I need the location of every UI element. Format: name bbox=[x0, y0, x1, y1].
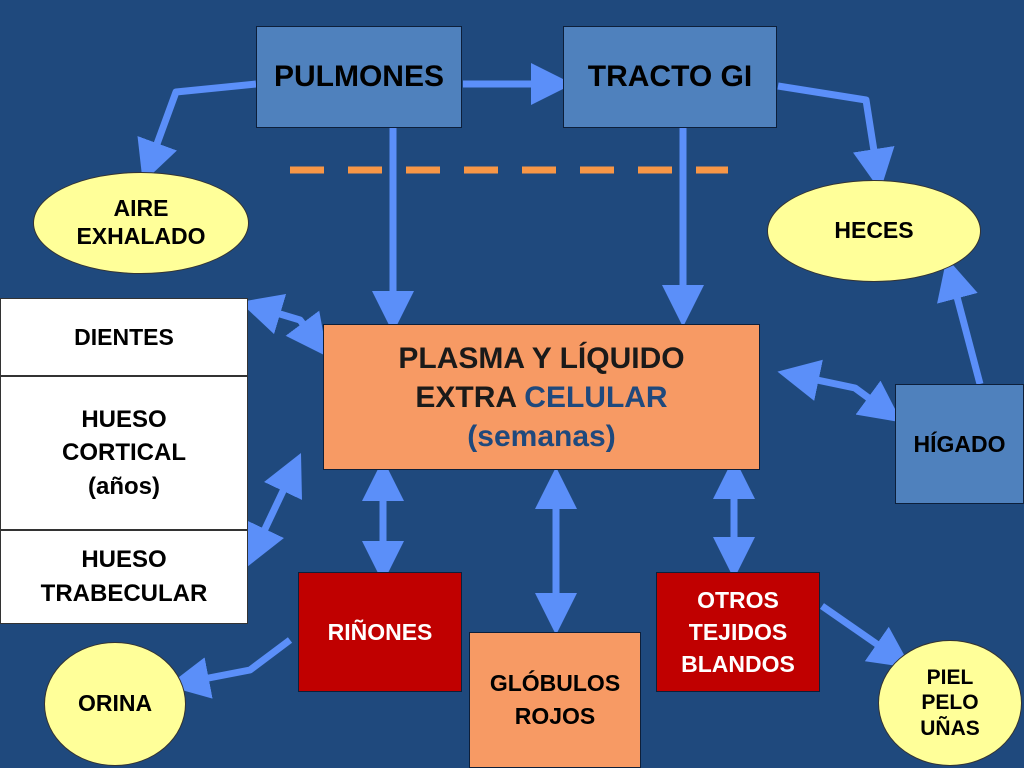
plasma-line2: EXTRA CELULAR bbox=[415, 378, 667, 417]
heces-ellipse: HECES bbox=[767, 180, 981, 282]
tracto-gi-label: TRACTO GI bbox=[587, 59, 753, 93]
plasma-box: PLASMA Y LÍQUIDO EXTRA CELULAR (semanas) bbox=[323, 324, 760, 470]
plasma-line2-b: CELULAR bbox=[524, 380, 668, 414]
arrow-plasma-higado bbox=[777, 359, 902, 423]
aire-line1: AIRE bbox=[113, 195, 169, 222]
tracto-gi-box: TRACTO GI bbox=[563, 26, 777, 128]
plasma-line2-a: EXTRA bbox=[415, 380, 525, 414]
hueso-trabecular-line1: HUESO bbox=[81, 546, 167, 574]
otros-line1: OTROS bbox=[697, 586, 779, 613]
pulmones-label: PULMONES bbox=[273, 59, 444, 93]
arrow-higado-heces bbox=[937, 257, 984, 385]
piel-line2: PELO bbox=[921, 691, 979, 715]
orina-label: ORINA bbox=[77, 690, 153, 717]
higado-box: HÍGADO bbox=[895, 384, 1024, 504]
dientes-label: DIENTES bbox=[74, 323, 174, 350]
arrow-trabecular-plasma bbox=[246, 453, 302, 567]
piel-line3: UÑAS bbox=[920, 716, 980, 740]
arrow-rinones-orina bbox=[167, 637, 293, 699]
rinones-box: RIÑONES bbox=[298, 572, 462, 692]
arrow-dientes-plasma bbox=[239, 293, 328, 357]
arrow-pulmones-aire bbox=[137, 80, 257, 183]
piel-pelo-unas-ellipse: PIEL PELO UÑAS bbox=[878, 640, 1022, 766]
otros-tejidos-box: OTROS TEJIDOS BLANDOS bbox=[656, 572, 820, 692]
hueso-cortical-line2: CORTICAL bbox=[62, 439, 186, 467]
hueso-trabecular-box: HUESO TRABECULAR bbox=[0, 530, 248, 624]
piel-line1: PIEL bbox=[926, 666, 974, 690]
rinones-label: RIÑONES bbox=[327, 618, 433, 645]
otros-line3: BLANDOS bbox=[681, 651, 795, 678]
orina-ellipse: ORINA bbox=[44, 642, 186, 766]
dientes-box: DIENTES bbox=[0, 298, 248, 376]
pulmones-box: PULMONES bbox=[256, 26, 462, 128]
heces-label: HECES bbox=[834, 217, 914, 244]
plasma-line3: (semanas) bbox=[467, 419, 616, 453]
arrow-tracto-heces bbox=[777, 82, 895, 191]
otros-line2: TEJIDOS bbox=[688, 618, 788, 645]
arrow-otros-piel bbox=[820, 603, 912, 668]
globulos-rojos-box: GLÓBULOS ROJOS bbox=[469, 632, 641, 768]
globulos-line2: ROJOS bbox=[514, 703, 596, 729]
higado-label: HÍGADO bbox=[913, 430, 1006, 457]
aire-exhalado-ellipse: AIRE EXHALADO bbox=[33, 172, 249, 274]
globulos-line1: GLÓBULOS bbox=[489, 669, 621, 696]
aire-line2: EXHALADO bbox=[76, 223, 206, 249]
plasma-line1: PLASMA Y LÍQUIDO bbox=[398, 341, 685, 375]
hueso-cortical-line3: (años) bbox=[88, 472, 160, 500]
hueso-cortical-box: HUESO CORTICAL (años) bbox=[0, 376, 248, 530]
hueso-trabecular-line2: TRABECULAR bbox=[40, 580, 208, 607]
hueso-cortical-line1: HUESO bbox=[81, 405, 167, 433]
